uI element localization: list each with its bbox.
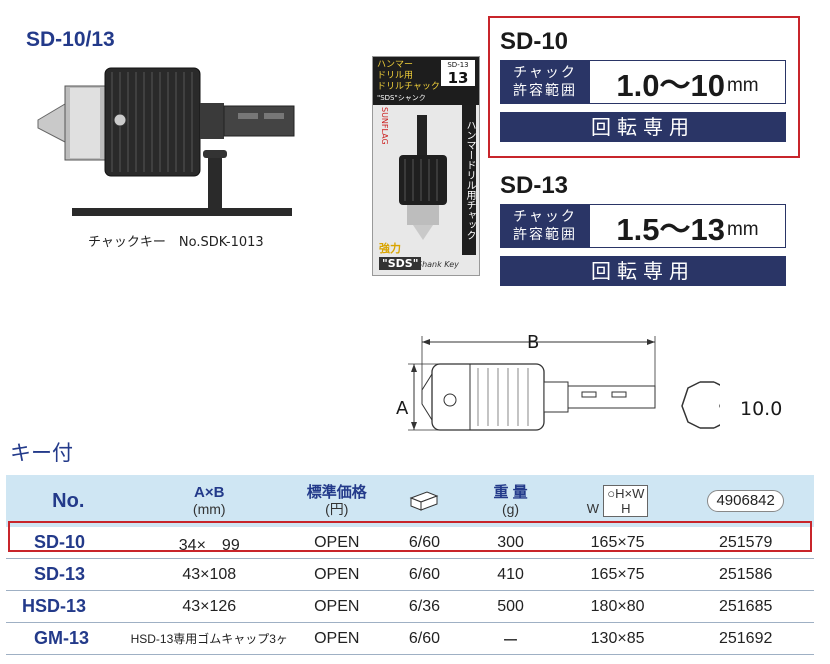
package-shank-key: Shank Key: [417, 260, 459, 269]
cell-jan: 251685: [718, 597, 773, 615]
col-header-package: W ○H×W H: [558, 475, 678, 527]
hex-size-label: 10.0: [740, 398, 783, 420]
package-sds-small: "SDS"シャンク: [377, 94, 426, 102]
col-header-jan: 4906842: [677, 475, 814, 527]
key-included-heading: キー付: [10, 441, 73, 465]
jan-prefix: 4906842: [707, 490, 784, 512]
cell-qty: 6/60: [408, 629, 440, 647]
col-header-weight-unit: (g): [501, 500, 520, 517]
cell-package: 165×75: [590, 533, 645, 551]
cell-axb: 43×126: [182, 597, 237, 615]
box-icon: [410, 491, 439, 511]
package-sds: "SDS": [379, 257, 422, 270]
page-title: SD-10/13: [26, 28, 115, 51]
cell-no: GM-13: [34, 628, 90, 648]
cell-no: HSD-13: [22, 596, 87, 616]
table-row: GM-13 HSD-13専用ゴムキャップ3ヶ OPEN 6/60 ー 130×8…: [6, 623, 814, 655]
package-line2: ドリル用: [377, 71, 414, 81]
package-strong: 強力: [379, 242, 401, 255]
cell-weight: 410: [497, 565, 524, 583]
spec-model: SD-10: [500, 28, 569, 55]
col-header-price-label: 標準価格: [306, 483, 367, 501]
col-header-price: 標準価格(円): [288, 475, 386, 527]
spec-label: チャック 許容範囲: [500, 204, 590, 248]
cell-axb: HSD-13専用ゴムキャップ3ヶ: [130, 632, 288, 646]
cell-axb: 34× 99: [178, 536, 240, 554]
dimension-b-label: B: [527, 332, 540, 353]
spec-unit: mm: [726, 75, 759, 96]
col-header-qty: [386, 475, 464, 527]
package-size-label: SD-13: [447, 61, 469, 69]
cell-weight: ー: [502, 632, 519, 650]
spec-unit: mm: [726, 219, 759, 240]
table-row: SD-10 34× 99 OPEN 6/60 300 165×75 251579: [6, 527, 814, 559]
package-brand: SUNFLAG: [380, 107, 389, 145]
col-header-no: No.: [52, 490, 85, 512]
cell-jan: 251586: [718, 565, 773, 583]
spec-range: 1.5〜13: [616, 211, 725, 247]
cell-package: 130×85: [590, 629, 645, 647]
sd10-row-highlight: [8, 521, 812, 552]
cell-package: 180×80: [590, 597, 645, 615]
col-header-axb-unit: (mm): [192, 500, 226, 517]
spec-range: 1.0〜10: [616, 67, 725, 103]
dimension-a-label: A: [396, 398, 409, 419]
package-header: ハンマー ドリル用 ドリルチャック "SDS"シャンク SD-13 13: [373, 57, 479, 105]
cell-no: SD-13: [34, 564, 86, 584]
cell-qty: 6/60: [408, 565, 440, 583]
sd10-highlight-frame: [488, 16, 800, 158]
table-header-row: No. A×B(mm) 標準価格(円) 重 量(g) W ○H×W H: [6, 475, 814, 527]
spec-band: 回転専用: [500, 112, 786, 142]
spec-model: SD-13: [500, 172, 569, 199]
dimension-diagram: [408, 336, 720, 431]
package-vertical-text: ハンマードリル用チャック: [462, 105, 476, 255]
chuck-key-caption: チャックキー No.SDK-1013: [88, 235, 264, 250]
cell-weight: 300: [497, 533, 524, 551]
package-line3: ドリルチャック: [377, 82, 440, 92]
package-size-box: SD-13 13: [441, 60, 475, 86]
spec-label-line1: チャック: [513, 65, 577, 81]
col-header-pkg-h: H: [621, 501, 631, 516]
cell-weight: 500: [497, 597, 524, 615]
package-size-icon: ○H×W H: [603, 485, 649, 517]
spec-label-line2: 許容範囲: [513, 227, 577, 243]
cell-price: OPEN: [314, 629, 360, 647]
col-header-pkg-hw: ○H×W: [607, 486, 645, 501]
cell-axb: 43×108: [182, 565, 237, 583]
cell-price: OPEN: [314, 565, 360, 583]
product-table: No. A×B(mm) 標準価格(円) 重 量(g) W ○H×W H: [6, 475, 814, 655]
package-chuck-image: [399, 115, 447, 240]
table-row: SD-13 43×108 OPEN 6/60 410 165×75 251586: [6, 559, 814, 591]
col-header-weight: 重 量(g): [463, 475, 558, 527]
chuck-illustration: [37, 67, 295, 216]
cell-jan: 251579: [718, 533, 773, 551]
cell-no: SD-10: [34, 532, 86, 552]
col-header-weight-label: 重 量: [493, 483, 528, 501]
cell-price: OPEN: [314, 597, 360, 615]
cell-qty: 6/60: [408, 533, 440, 551]
cell-package: 165×75: [590, 565, 645, 583]
spec-band: 回転専用: [500, 256, 786, 286]
table-row: HSD-13 43×126 OPEN 6/36 500 180×80 25168…: [6, 591, 814, 623]
spec-label: チャック 許容範囲: [500, 60, 590, 104]
cell-price: OPEN: [314, 533, 360, 551]
package-line1: ハンマー: [377, 60, 414, 70]
col-header-price-unit: (円): [325, 500, 349, 517]
cell-jan: 251692: [718, 629, 773, 647]
cell-qty: 6/36: [408, 597, 440, 615]
package-card: ハンマー ドリル用 ドリルチャック "SDS"シャンク SD-13 13 SUN…: [372, 56, 480, 276]
spec-label-line2: 許容範囲: [513, 83, 577, 99]
col-header-axb: A×B(mm): [131, 475, 288, 527]
package-size-num: 13: [447, 69, 469, 87]
col-header-pkg-w: W: [586, 501, 600, 516]
spec-label-line1: チャック: [513, 209, 577, 225]
col-header-axb-label: A×B: [194, 483, 225, 501]
